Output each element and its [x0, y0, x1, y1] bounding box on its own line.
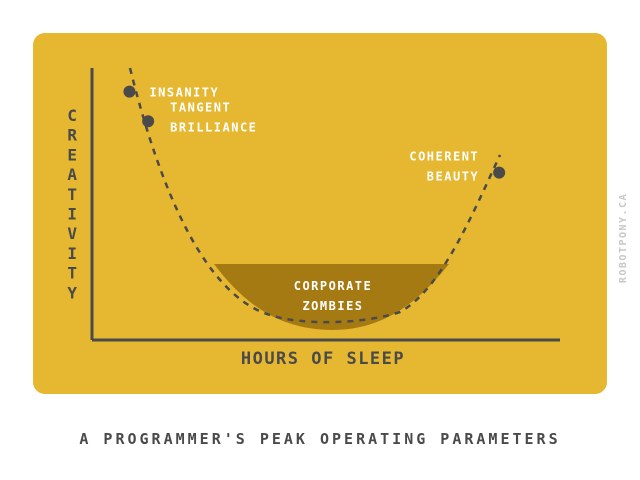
- point-label: TANGENT: [170, 100, 231, 114]
- data-point: [493, 166, 506, 179]
- point-label: BRILLIANCE: [170, 120, 257, 134]
- y-axis-label-letter: C: [67, 106, 78, 125]
- y-axis-label-letter: T: [67, 185, 78, 204]
- point-label: INSANITY: [149, 86, 219, 100]
- data-point: [142, 115, 155, 128]
- point-label: COHERENT: [409, 150, 479, 164]
- corporate-zombies-region: [214, 264, 449, 330]
- credit-label: ROBOTPONY.CA: [618, 193, 629, 283]
- data-point: [123, 85, 136, 98]
- y-axis-label-letter: I: [67, 205, 78, 224]
- y-axis-label-letter: T: [67, 264, 78, 283]
- credit-text: ROBOTPONY.CA: [618, 193, 629, 283]
- y-axis-label-letter: Y: [67, 283, 78, 302]
- y-axis-label-letter: R: [67, 126, 78, 145]
- creativity-curve: [128, 67, 502, 324]
- y-axis-label-letter: A: [67, 165, 78, 184]
- region-label-line-1: CORPORATE: [294, 279, 373, 293]
- chart-title: A PROGRAMMER'S PEAK OPERATING PARAMETERS: [79, 430, 561, 448]
- region-label-line-2: ZOMBIES: [302, 299, 363, 313]
- y-axis-label-letter: I: [67, 244, 78, 263]
- y-axis-label-letter: E: [67, 145, 78, 164]
- x-axis-label: HOURS OF SLEEP: [241, 349, 405, 369]
- point-label: BEAUTY: [427, 170, 479, 184]
- y-axis-label-letter: V: [67, 224, 78, 243]
